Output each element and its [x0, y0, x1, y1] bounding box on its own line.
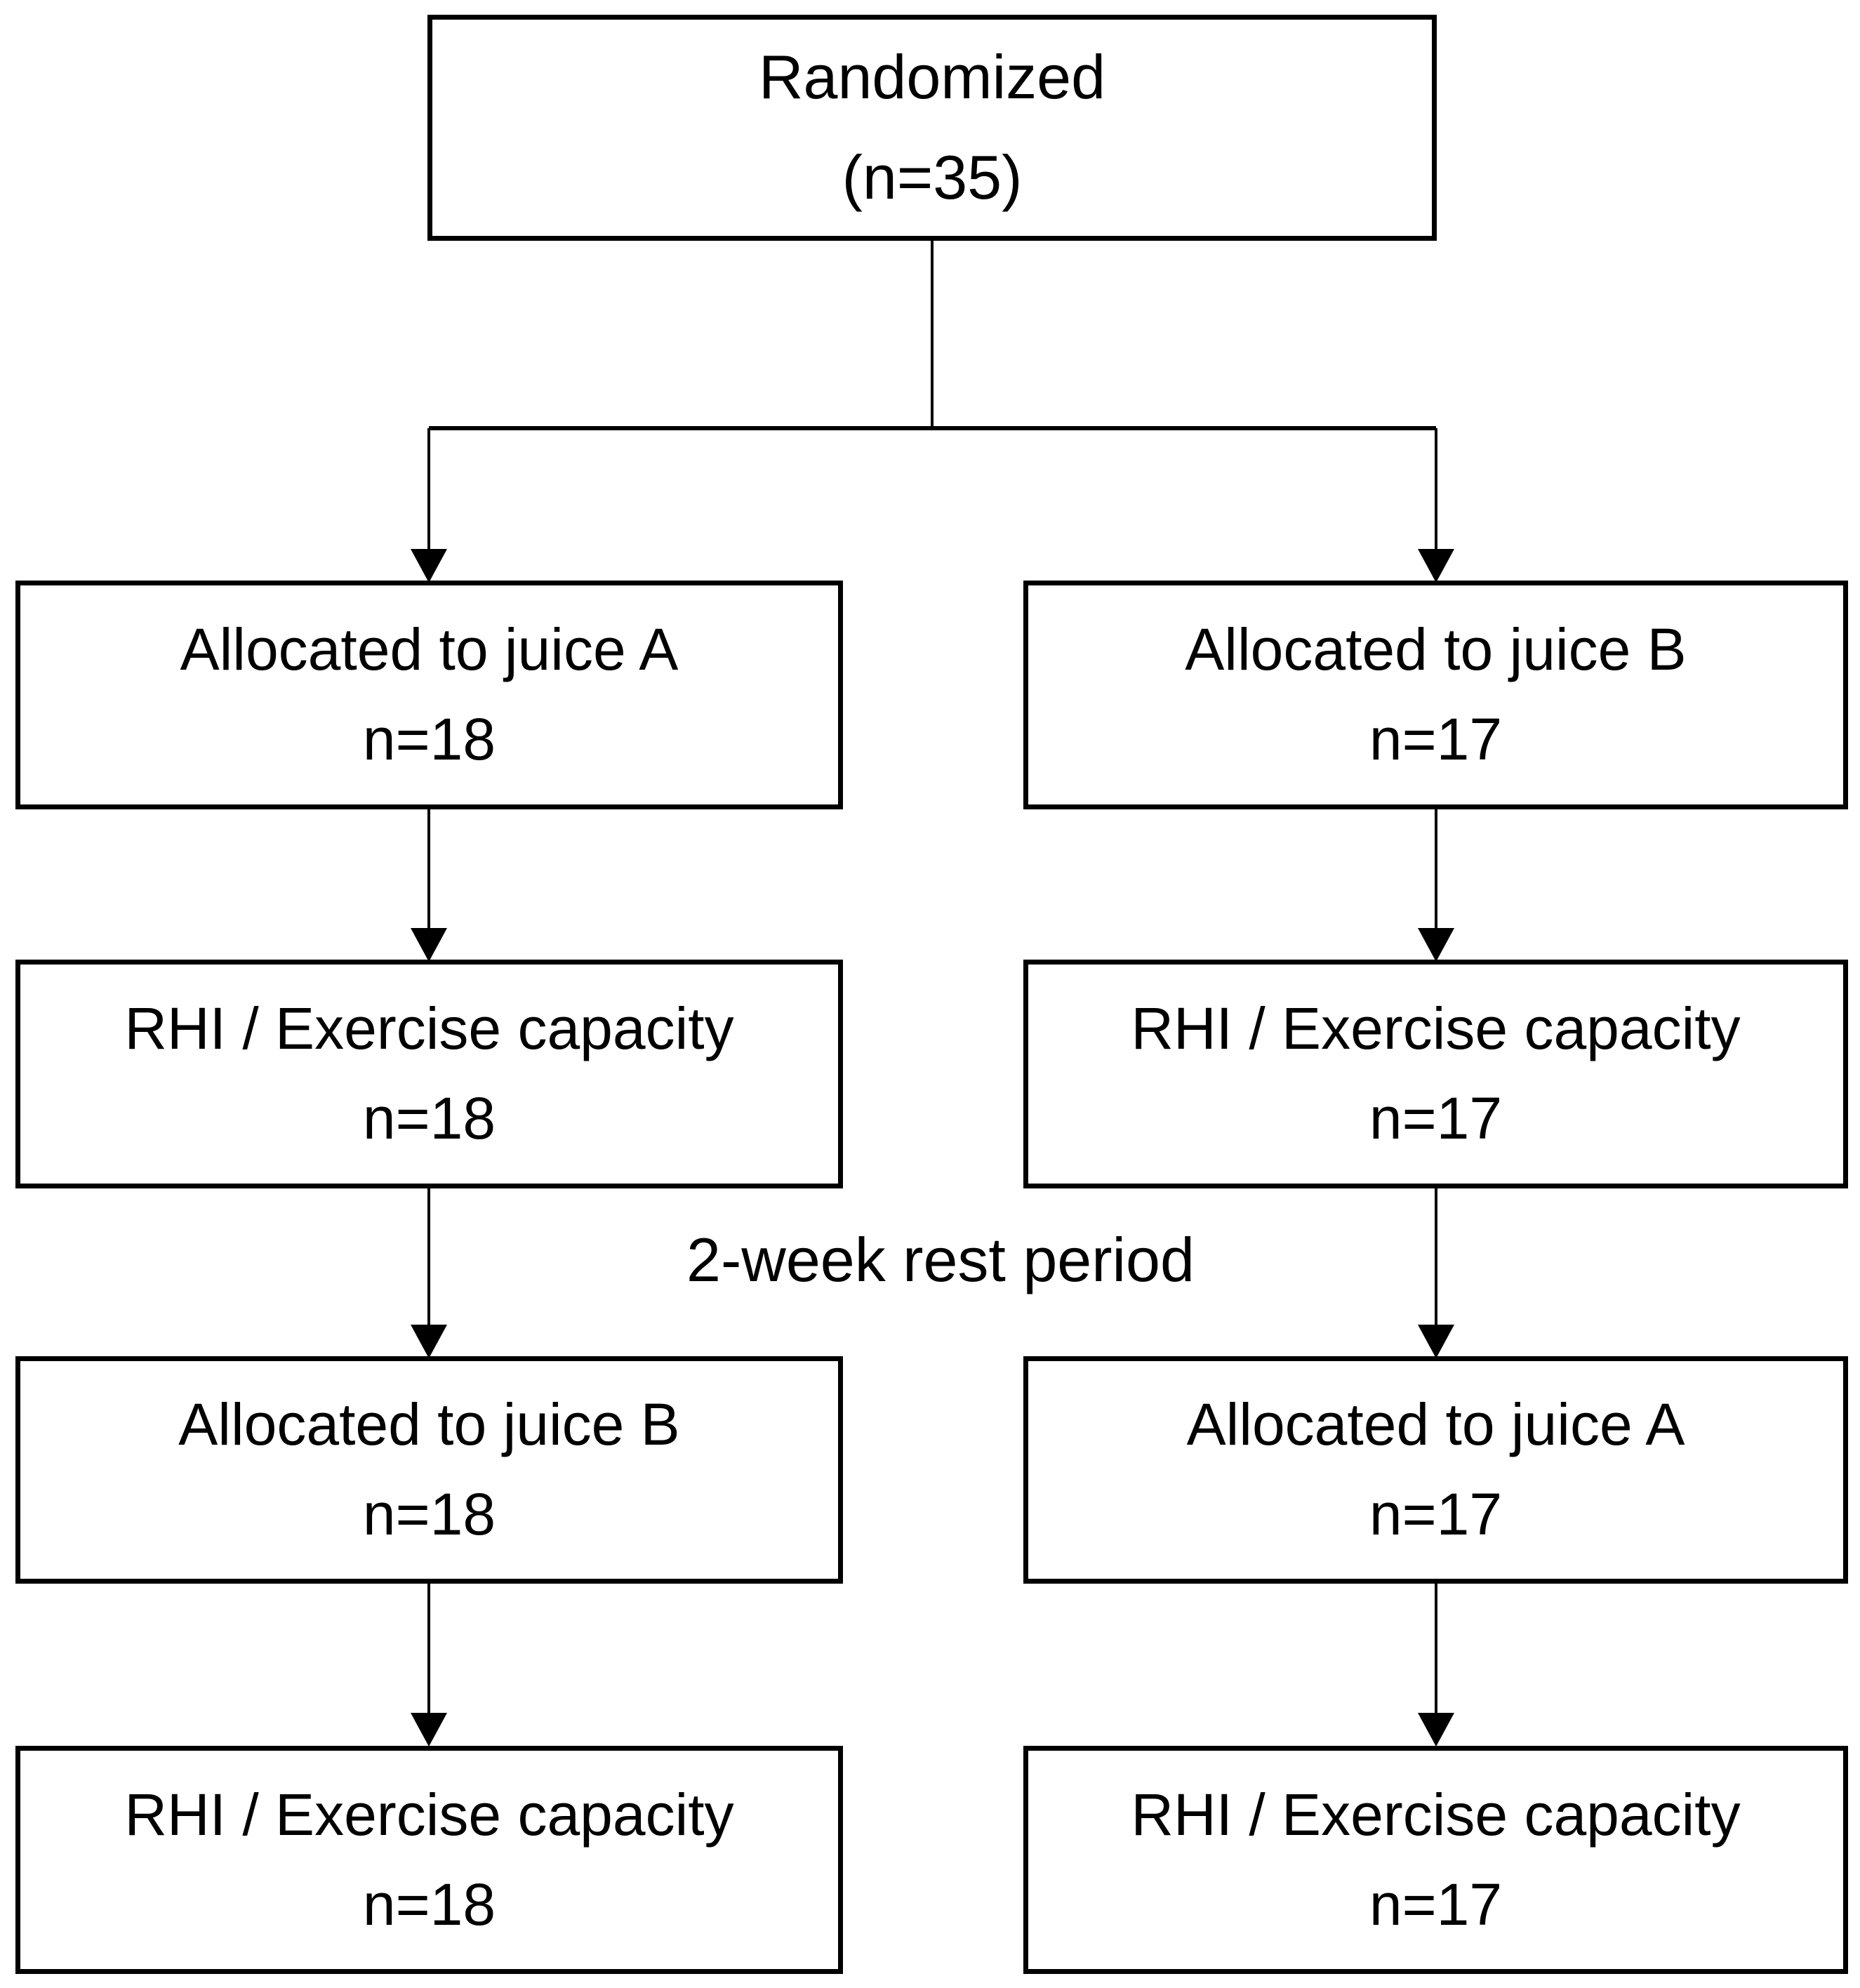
arrowheads — [411, 549, 1454, 1747]
node-allocated-juice-a-first: Allocated to juice A n=18 — [15, 581, 843, 809]
arrowhead-left-4 — [411, 1713, 447, 1747]
node-count: n=17 — [1369, 706, 1503, 772]
arrowhead-right-3 — [1418, 1325, 1454, 1358]
rest-period-label: 2-week rest period — [686, 1225, 1195, 1294]
node-label: Allocated to juice A — [180, 616, 679, 683]
node-label: Allocated to juice B — [1185, 616, 1687, 683]
node-rhi-exercise-right-1: RHI / Exercise capacity n=17 — [1023, 960, 1848, 1188]
node-count: n=18 — [362, 1871, 496, 1937]
node-label: RHI / Exercise capacity — [124, 995, 734, 1062]
arrowhead-branch-left — [411, 549, 447, 583]
node-allocated-juice-b-second: Allocated to juice B n=18 — [15, 1356, 843, 1584]
node-randomized: Randomized (n=35) — [427, 15, 1437, 241]
arrowhead-left-2 — [411, 928, 447, 962]
arrowhead-right-4 — [1418, 1713, 1454, 1747]
node-label: Allocated to juice A — [1186, 1391, 1685, 1458]
arrowhead-branch-right — [1418, 549, 1454, 583]
node-label: RHI / Exercise capacity — [1131, 995, 1741, 1062]
node-label: RHI / Exercise capacity — [1131, 1781, 1741, 1848]
node-label: RHI / Exercise capacity — [124, 1781, 734, 1848]
node-count: n=17 — [1369, 1481, 1503, 1547]
node-count: n=17 — [1369, 1085, 1503, 1151]
node-count: n=18 — [362, 1481, 496, 1547]
node-randomized-line1: Randomized — [758, 42, 1106, 112]
node-randomized-line2: (n=35) — [842, 143, 1023, 212]
node-count: n=18 — [362, 1085, 496, 1151]
branch-lines — [427, 241, 1437, 1714]
node-label: Allocated to juice B — [178, 1391, 680, 1458]
node-rhi-exercise-right-2: RHI / Exercise capacity n=17 — [1023, 1746, 1848, 1974]
node-count: n=17 — [1369, 1871, 1503, 1937]
node-rhi-exercise-left-1: RHI / Exercise capacity n=18 — [15, 960, 843, 1188]
arrowhead-left-3 — [411, 1325, 447, 1358]
node-rhi-exercise-left-2: RHI / Exercise capacity n=18 — [15, 1746, 843, 1974]
node-allocated-juice-a-second: Allocated to juice A n=17 — [1023, 1356, 1848, 1584]
node-count: n=18 — [362, 706, 496, 772]
node-allocated-juice-b-first: Allocated to juice B n=17 — [1023, 581, 1848, 809]
arrowhead-right-2 — [1418, 928, 1454, 962]
